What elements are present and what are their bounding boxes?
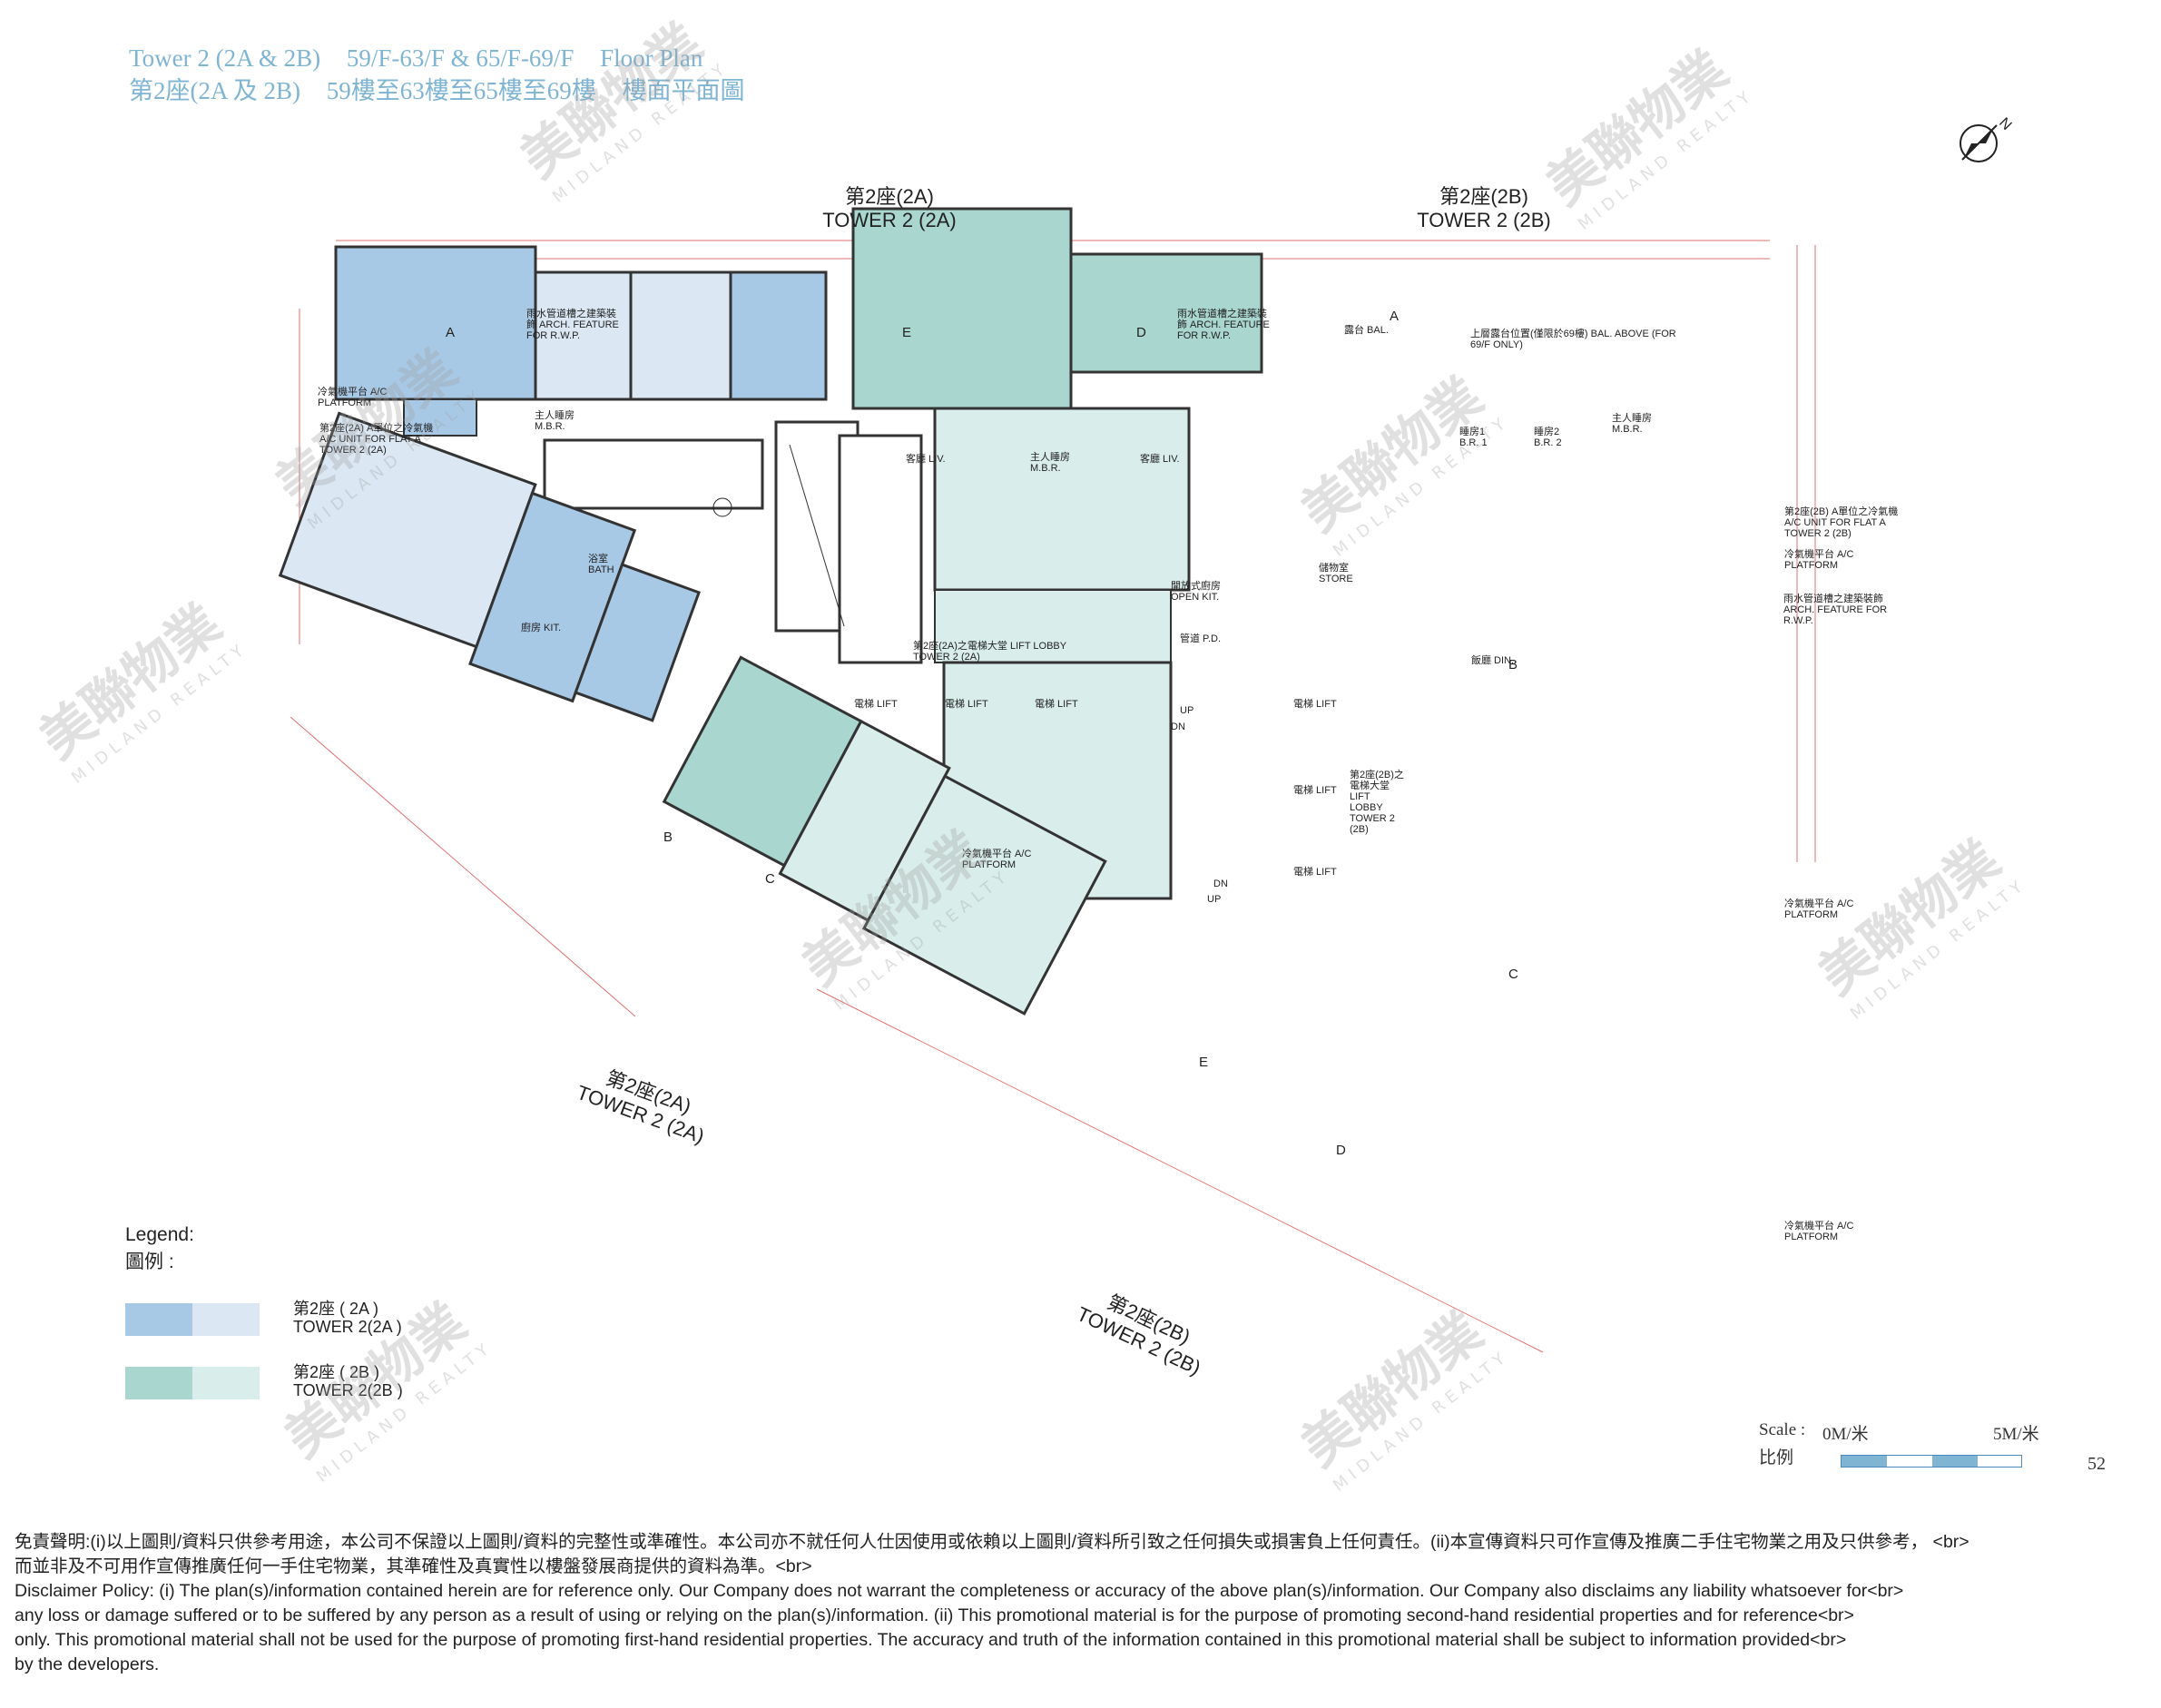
room-label: 電梯 LIFT (1293, 785, 1337, 796)
tower-2b-lower-block (662, 655, 1107, 1016)
legend-title-zh: 圖例 : (125, 1252, 174, 1272)
room-label: 電梯 LIFT (945, 699, 988, 710)
disclaimer-line: any loss or damage suffered or to be suf… (15, 1605, 1854, 1625)
title-tower-en: Tower 2 (2A & 2B) (129, 44, 321, 72)
tower-2a-upper-block (334, 245, 828, 437)
ac-platform-note: 冷氣機平台 A/C PLATFORM (962, 849, 1032, 870)
flat-label: C (1508, 967, 1518, 982)
disclaimer: 免責聲明:(i)以上圖則/資料只供參考用途，本公司不保證以上圖則/資料的完整性或… (15, 1530, 2147, 1677)
ac-unit-note: 第2座(2A) A單位之冷氣機 A/C UNIT FOR FLAT A TOWE… (319, 423, 434, 456)
flat-label: D (1336, 1143, 1346, 1158)
tower-2a-en: TOWER 2 (2A) (822, 209, 957, 231)
title-english: Tower 2 (2A & 2B) 59/F-63/F & 65/F-69/F … (129, 42, 765, 74)
disclaimer-line: 免責聲明:(i)以上圖則/資料只供參考用途，本公司不保證以上圖則/資料的完整性或… (15, 1532, 1969, 1552)
disclaimer-line: Disclaimer Policy: (i) The plan(s)/infor… (15, 1581, 1904, 1601)
legend-swatch-2a (125, 1303, 260, 1336)
room-label: 開放式廚房 OPEN KIT. (1171, 581, 1221, 603)
flat-label: D (1136, 325, 1146, 340)
flat-label: B (663, 829, 673, 845)
title-tower-zh: 第2座(2A 及 2B) (129, 77, 300, 104)
tower-2a-heading: 第2座(2A) TOWER 2 (2A) (799, 185, 980, 232)
legend-label-2a: 第2座 ( 2A ) TOWER 2(2A ) (293, 1300, 402, 1336)
lift-core (543, 420, 923, 664)
legend-title-en: Legend: (125, 1224, 194, 1245)
room-label: 電梯 LIFT (1035, 699, 1078, 710)
disclaimer-line: 而並非及不可用作宣傳推廣任何一手住宅物業，其準確性及真實性以樓盤發展商提供的資料… (15, 1556, 812, 1576)
title-chinese: 第2座(2A 及 2B) 59樓至63樓至65樓至69樓 樓面平面圖 (129, 74, 765, 107)
room-label: 主人睡房 M.B.R. (535, 410, 575, 432)
legend-2b-zh: 第2座 ( 2B ) (293, 1363, 380, 1381)
legend-2a-en: TOWER 2(2A ) (293, 1318, 402, 1336)
ac-platform-note: 冷氣機平台 A/C PLATFORM (1784, 549, 1854, 571)
room-label: 電梯 LIFT (1293, 699, 1337, 710)
ac-unit-note: 第2座(2B) A單位之冷氣機 A/C UNIT FOR FLAT A TOWE… (1784, 506, 1899, 539)
legend-item-tower-2a: 第2座 ( 2A ) TOWER 2(2A ) (125, 1300, 452, 1358)
room-label: UP (1207, 894, 1222, 905)
title-floors-en: 59/F-63/F & 65/F-69/F (346, 44, 575, 72)
flat-label: E (1199, 1055, 1209, 1070)
scale-graphic (1841, 1455, 2022, 1468)
flat-label: A (1390, 309, 1400, 324)
title-plan-en: Floor Plan (600, 44, 703, 72)
page-title: Tower 2 (2A & 2B) 59/F-63/F & 65/F-69/F … (129, 42, 765, 107)
lift-lobby-2b-note: 第2座(2B)之電梯大堂 LIFT LOBBY TOWER 2 (2B) (1350, 770, 1404, 835)
title-floors-zh: 59樓至63樓至65樓至69樓 (326, 77, 596, 104)
room-label: 露台 BAL. (1344, 325, 1389, 336)
north-arrow-icon: N (1960, 115, 2014, 162)
room-label: DN (1213, 879, 1228, 889)
scale-label-en: Scale : (1759, 1420, 1806, 1439)
scale-end: 5M/米 (1993, 1425, 2039, 1444)
flat-label: C (765, 871, 775, 887)
arch-feature-note: 雨水管道槽之建築裝飾 ARCH. FEATURE FOR R.W.P. (1177, 309, 1270, 341)
arch-feature-note: 雨水管道槽之建築裝飾 ARCH. FEATURE FOR R.W.P. (1783, 594, 1888, 626)
room-label: 儲物室 STORE (1319, 563, 1353, 584)
tower-2b-en: TOWER 2 (2B) (1417, 209, 1551, 231)
legend-item-tower-2b: 第2座 ( 2B ) TOWER 2(2B ) (125, 1363, 452, 1421)
room-label: 客廳 LIV. (906, 454, 946, 465)
floor-plan-drawing (278, 207, 1816, 1353)
room-label: 浴室 BATH (588, 554, 614, 575)
lift-lobby-2a-note: 第2座(2A)之電梯大堂 LIFT LOBBY TOWER 2 (2A) (913, 641, 1066, 663)
tower-2a-zh: 第2座(2A) (845, 185, 934, 208)
legend-2b-en: TOWER 2(2B ) (293, 1381, 403, 1399)
room-label: 電梯 LIFT (1293, 867, 1337, 878)
disclaimer-line: only. This promotional material shall no… (15, 1630, 1847, 1650)
room-label: 電梯 LIFT (854, 699, 898, 710)
ac-platform-note: 冷氣機平台 A/C PLATFORM (1784, 898, 1854, 920)
legend-swatch-2b (125, 1367, 260, 1399)
flat-label: A (446, 325, 456, 340)
svg-text:N: N (1996, 115, 2014, 133)
room-label: 睡房2 B.R. 2 (1534, 427, 1562, 448)
page-number: 52 (2087, 1454, 2106, 1474)
flat-markers (712, 497, 732, 517)
arch-feature-note: 雨水管道槽之建築裝飾 ARCH. FEATURE FOR R.W.P. (526, 309, 619, 341)
room-label: 管道 P.D. (1180, 633, 1222, 644)
legend-2a-zh: 第2座 ( 2A ) (293, 1300, 379, 1318)
tower-2b-heading: 第2座(2B) TOWER 2 (2B) (1393, 185, 1575, 232)
flat-label: B (1508, 657, 1518, 672)
scale-start: 0M/米 (1822, 1425, 1869, 1444)
room-label: 客廳 LIV. (1140, 454, 1180, 465)
ac-platform-note: 冷氣機平台 A/C PLATFORM (1784, 1221, 1854, 1242)
room-label: 睡房1 B.R. 1 (1459, 427, 1488, 448)
bal-above-note: 上層露台位置(僅限於69樓) BAL. ABOVE (FOR 69/F ONLY… (1470, 329, 1676, 350)
room-label: 主人睡房 M.B.R. (1612, 413, 1652, 435)
tower-2a-lower-block (278, 411, 701, 722)
title-plan-zh: 樓面平面圖 (622, 77, 745, 104)
room-label: 主人睡房 M.B.R. (1030, 452, 1070, 474)
disclaimer-line: by the developers. (15, 1654, 160, 1674)
flat-label: E (902, 325, 912, 340)
ac-platform-note: 冷氣機平台 A/C PLATFORM (318, 387, 388, 408)
scale-bar: Scale : 0M/米 5M/米 比例 (1759, 1420, 2086, 1475)
room-label: 廚房 KIT. (521, 623, 562, 633)
room-label: UP (1180, 705, 1194, 716)
legend: Legend: 圖例 : 第2座 ( 2A ) TOWER 2(2A ) 第2座… (125, 1222, 403, 1399)
room-label: 飯廳 DIN. (1471, 655, 1515, 666)
scale-label-zh: 比例 (1759, 1448, 1794, 1468)
tower-2b-zh: 第2座(2B) (1439, 185, 1528, 208)
legend-label-2b: 第2座 ( 2B ) TOWER 2(2B ) (293, 1363, 403, 1399)
room-label: DN (1171, 721, 1185, 732)
